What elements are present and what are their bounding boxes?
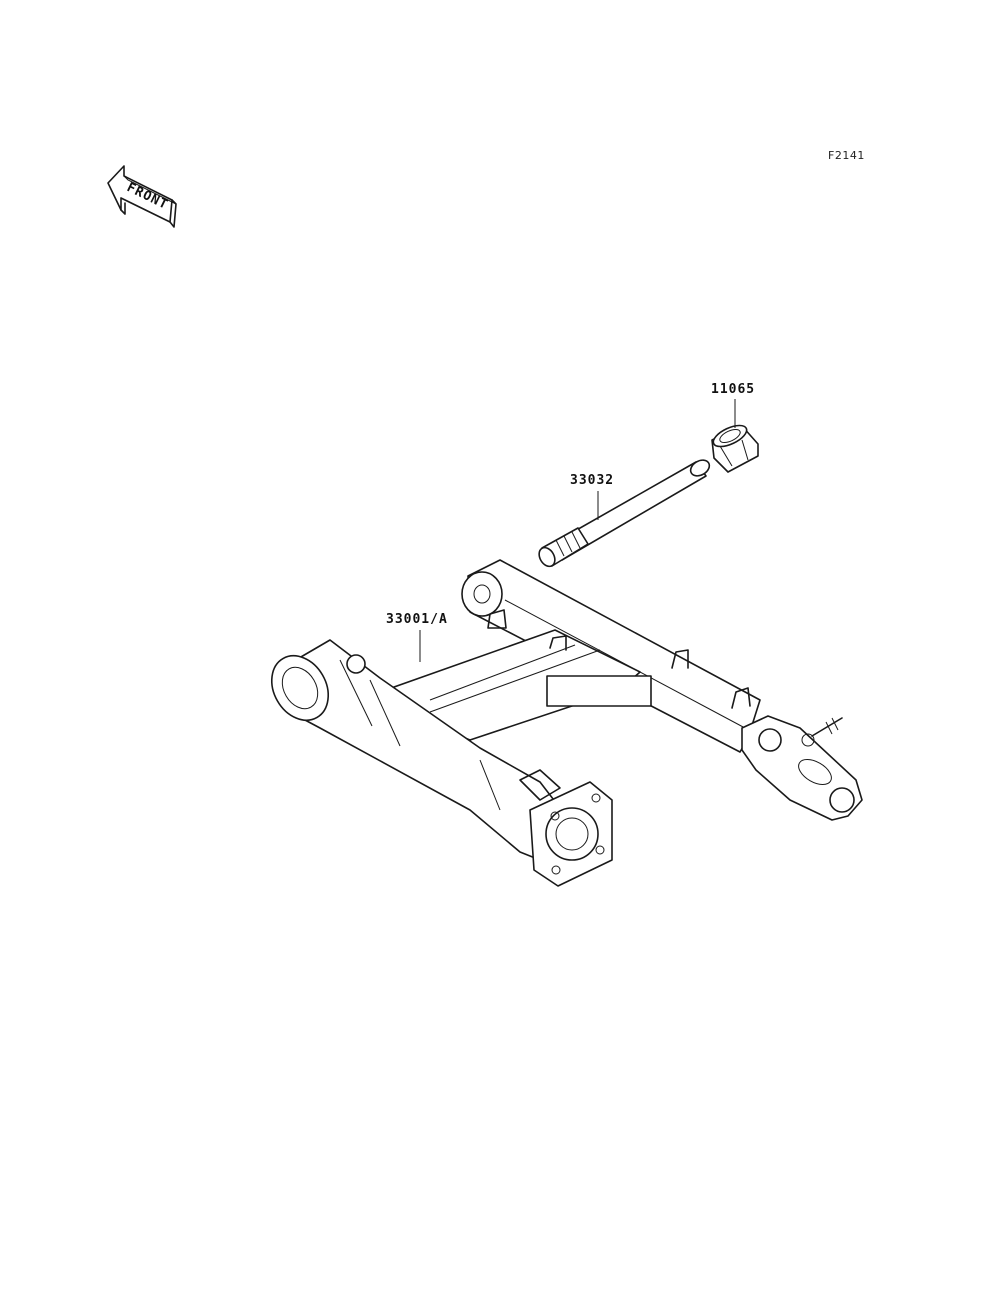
callout-33001a[interactable]: 33001/A [386, 612, 448, 627]
figure-code: F2141 [828, 149, 865, 162]
swingarm-part [270, 559, 863, 887]
callout-33032[interactable]: 33032 [570, 473, 615, 488]
callout-11065[interactable]: 11065 [711, 382, 756, 397]
bushing-cap-part [711, 424, 759, 473]
front-direction-arrow-icon: FRONT [107, 165, 177, 228]
pivot-shaft-part [538, 459, 711, 568]
